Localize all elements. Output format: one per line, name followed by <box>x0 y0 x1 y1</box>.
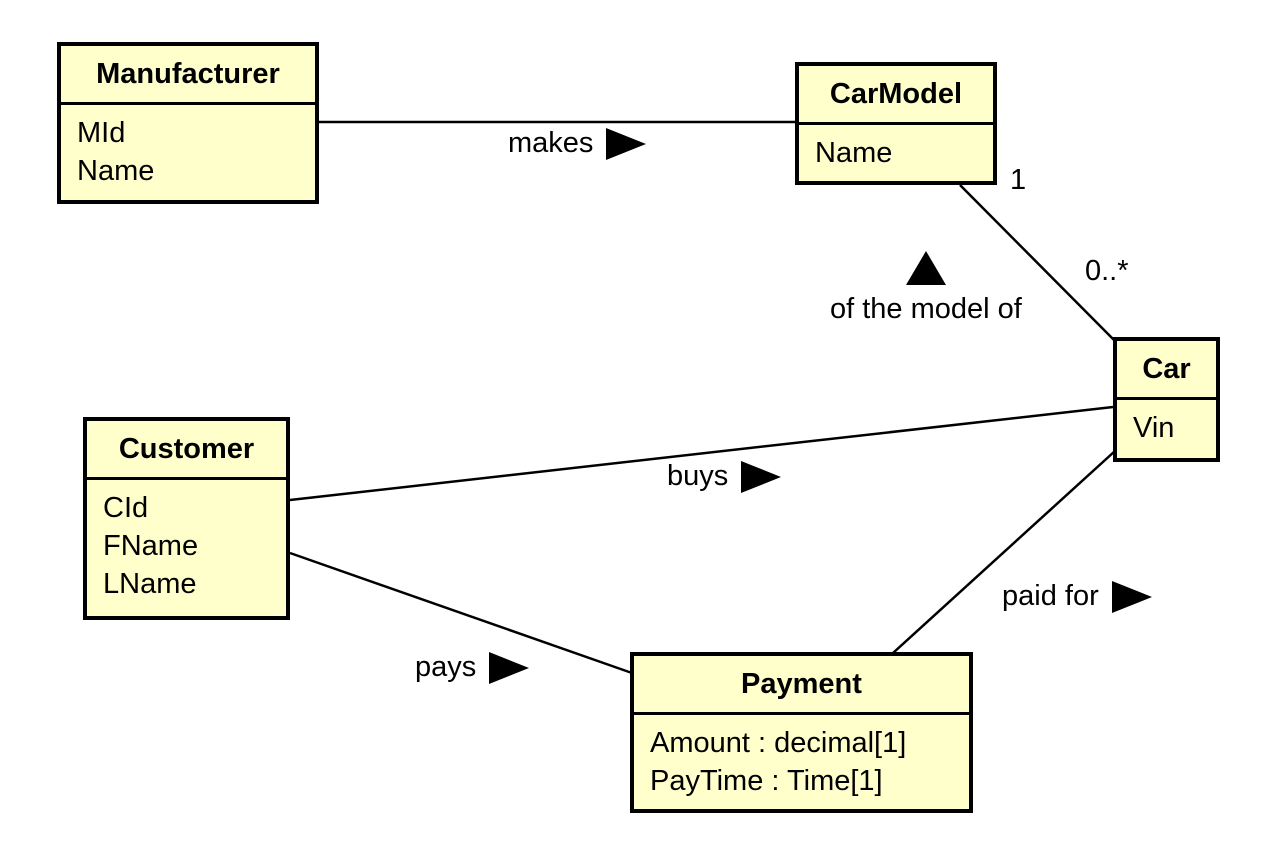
attribute: Name <box>77 155 155 187</box>
association-pays-line <box>289 551 633 675</box>
attribute: LName <box>103 568 197 600</box>
class-manufacturer: Manufacturer MId Name <box>57 42 319 204</box>
class-manufacturer-title: Manufacturer <box>96 57 280 90</box>
attribute: Amount : decimal[1] <box>650 727 907 759</box>
attribute: PayTime : Time[1] <box>650 765 883 797</box>
class-customer: Customer CId FName LName <box>83 417 290 620</box>
class-payment-title: Payment <box>741 667 862 700</box>
class-manufacturer-attributes: MId Name <box>61 102 315 190</box>
association-label-of-the-model-of: of the model of <box>830 251 1022 326</box>
class-carmodel: CarModel Name <box>795 62 997 185</box>
class-payment: Payment Amount : decimal[1] PayTime : Ti… <box>630 652 973 813</box>
association-model-of-line <box>959 184 1116 342</box>
direction-arrow-right-icon <box>741 461 782 493</box>
attribute: Name <box>815 137 893 169</box>
association-label-buys: buys <box>667 460 782 493</box>
association-buys-line <box>289 405 1114 502</box>
class-customer-title: Customer <box>118 432 255 465</box>
association-label-text: paid for <box>1002 580 1099 613</box>
class-carmodel-attributes: Name <box>799 122 993 172</box>
attribute: Vin <box>1133 412 1175 444</box>
multiplicity-carmodel-end: 1 <box>1010 164 1027 196</box>
class-car-attributes: Vin <box>1117 397 1216 447</box>
direction-arrow-right-icon <box>606 128 647 160</box>
attribute: MId <box>77 117 126 149</box>
association-label-pays: pays <box>415 651 530 684</box>
class-car: Car Vin <box>1113 337 1220 462</box>
association-label-paid-for: paid for <box>1002 580 1152 613</box>
association-paid-for-line <box>892 450 1116 654</box>
class-customer-attributes: CId FName LName <box>87 477 286 603</box>
association-label-makes: makes <box>508 127 647 160</box>
direction-arrow-right-icon <box>489 652 530 684</box>
direction-arrow-right-icon <box>1111 581 1152 613</box>
association-label-text: pays <box>415 651 477 684</box>
class-car-title: Car <box>1142 352 1191 385</box>
attribute: CId <box>103 492 149 524</box>
association-label-text: buys <box>667 460 729 493</box>
association-label-text: of the model of <box>830 293 1022 325</box>
attribute: FName <box>103 530 199 562</box>
association-label-text: makes <box>508 127 594 160</box>
class-payment-attributes: Amount : decimal[1] PayTime : Time[1] <box>634 712 969 800</box>
class-carmodel-title: CarModel <box>829 77 963 110</box>
multiplicity-car-end: 0..* <box>1085 255 1129 287</box>
direction-arrow-up-icon <box>905 251 946 285</box>
